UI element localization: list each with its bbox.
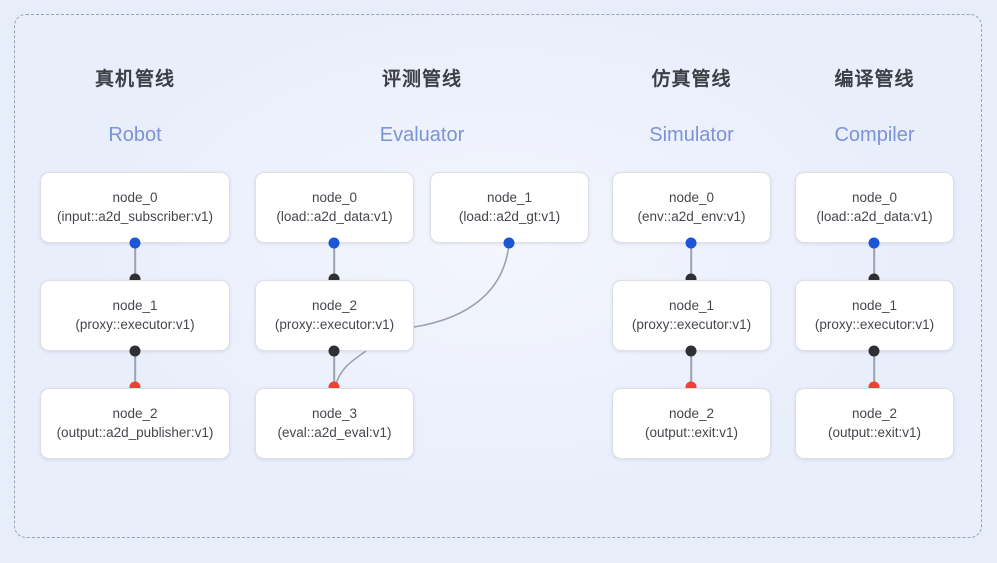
- node-name: node_0: [112, 190, 158, 206]
- column-title-en-simulator: Simulator: [649, 124, 734, 146]
- node-compiler-2[interactable]: node_2 (output::exit:v1): [795, 388, 954, 459]
- port-evaluator-1-out[interactable]: [503, 237, 515, 249]
- node-name: node_1: [112, 298, 158, 314]
- node-robot-2[interactable]: node_2 (output::a2d_publisher:v1): [40, 388, 230, 459]
- port-simulator-0-out[interactable]: [685, 237, 697, 249]
- node-signature: (input::a2d_subscriber:v1): [56, 208, 214, 224]
- port-compiler-0-out[interactable]: [868, 237, 880, 249]
- edge-compiler-1-2: [873, 350, 875, 388]
- node-signature: (output::exit:v1): [644, 424, 739, 440]
- edge-simulator-1-2: [690, 350, 692, 388]
- node-evaluator-3[interactable]: node_3 (eval::a2d_eval:v1): [255, 388, 414, 459]
- port-simulator-1-in[interactable]: [685, 273, 697, 285]
- node-simulator-0[interactable]: node_0 (env::a2d_env:v1): [612, 172, 771, 243]
- column-title-cn-evaluator: 评测管线: [381, 69, 462, 90]
- node-compiler-1[interactable]: node_1 (proxy::executor:v1): [795, 280, 954, 351]
- node-signature: (load::a2d_data:v1): [816, 208, 933, 224]
- port-evaluator-2-in[interactable]: [328, 273, 340, 285]
- pipeline-group-frame: [14, 14, 982, 538]
- node-signature: (env::a2d_env:v1): [637, 208, 746, 224]
- node-robot-0[interactable]: node_0 (input::a2d_subscriber:v1): [40, 172, 230, 243]
- node-name: node_3: [311, 406, 358, 422]
- edge-compiler-0-1: [873, 242, 875, 280]
- port-evaluator-0-out[interactable]: [328, 237, 340, 249]
- node-simulator-1[interactable]: node_1 (proxy::executor:v1): [612, 280, 771, 351]
- node-signature: (output::exit:v1): [827, 424, 922, 440]
- port-simulator-1-out[interactable]: [685, 345, 697, 357]
- node-name: node_1: [668, 298, 715, 314]
- node-simulator-2[interactable]: node_2 (output::exit:v1): [612, 388, 771, 459]
- node-name: node_0: [851, 190, 898, 206]
- node-evaluator-0[interactable]: node_0 (load::a2d_data:v1): [255, 172, 414, 243]
- edge-evaluator-2-3: [333, 350, 335, 388]
- node-evaluator-2[interactable]: node_2 (proxy::executor:v1): [255, 280, 414, 351]
- node-robot-1[interactable]: node_1 (proxy::executor:v1): [40, 280, 230, 351]
- edge-evaluator-0-2: [333, 242, 335, 280]
- port-evaluator-2-out[interactable]: [328, 345, 340, 357]
- node-name: node_0: [311, 190, 358, 206]
- edge-robot-1-2: [134, 350, 136, 388]
- column-title-en-evaluator: Evaluator: [379, 124, 465, 146]
- column-title-cn-simulator: 仿真管线: [651, 69, 732, 90]
- node-name: node_2: [112, 406, 158, 422]
- port-compiler-1-out[interactable]: [868, 345, 880, 357]
- node-signature: (load::a2d_data:v1): [276, 208, 393, 224]
- node-name: node_2: [311, 298, 358, 314]
- column-title-cn-robot: 真机管线: [94, 69, 175, 90]
- port-robot-2-in[interactable]: [129, 381, 141, 393]
- node-signature: (proxy::executor:v1): [274, 316, 395, 332]
- node-signature: (proxy::executor:v1): [75, 316, 195, 332]
- column-title-en-robot: Robot: [108, 124, 162, 146]
- node-name: node_2: [668, 406, 715, 422]
- node-name: node_1: [486, 190, 533, 206]
- node-name: node_1: [851, 298, 898, 314]
- node-signature: (eval::a2d_eval:v1): [277, 424, 392, 440]
- edge-simulator-0-1: [690, 242, 692, 280]
- port-robot-1-out[interactable]: [129, 345, 141, 357]
- node-signature: (load::a2d_gt:v1): [458, 208, 561, 224]
- port-compiler-1-in[interactable]: [868, 273, 880, 285]
- node-compiler-0[interactable]: node_0 (load::a2d_data:v1): [795, 172, 954, 243]
- port-simulator-2-in[interactable]: [685, 381, 697, 393]
- column-title-cn-compiler: 编译管线: [834, 69, 915, 90]
- node-name: node_0: [668, 190, 715, 206]
- node-signature: (output::a2d_publisher:v1): [56, 424, 214, 440]
- node-signature: (proxy::executor:v1): [814, 316, 935, 332]
- edge-robot-0-1: [134, 242, 136, 280]
- node-evaluator-1[interactable]: node_1 (load::a2d_gt:v1): [430, 172, 589, 243]
- port-robot-1-in[interactable]: [129, 273, 141, 285]
- column-title-en-compiler: Compiler: [834, 124, 915, 146]
- node-name: node_2: [851, 406, 898, 422]
- port-robot-0-out[interactable]: [129, 237, 141, 249]
- port-compiler-2-in[interactable]: [868, 381, 880, 393]
- node-signature: (proxy::executor:v1): [631, 316, 752, 332]
- port-evaluator-3-in[interactable]: [328, 381, 340, 393]
